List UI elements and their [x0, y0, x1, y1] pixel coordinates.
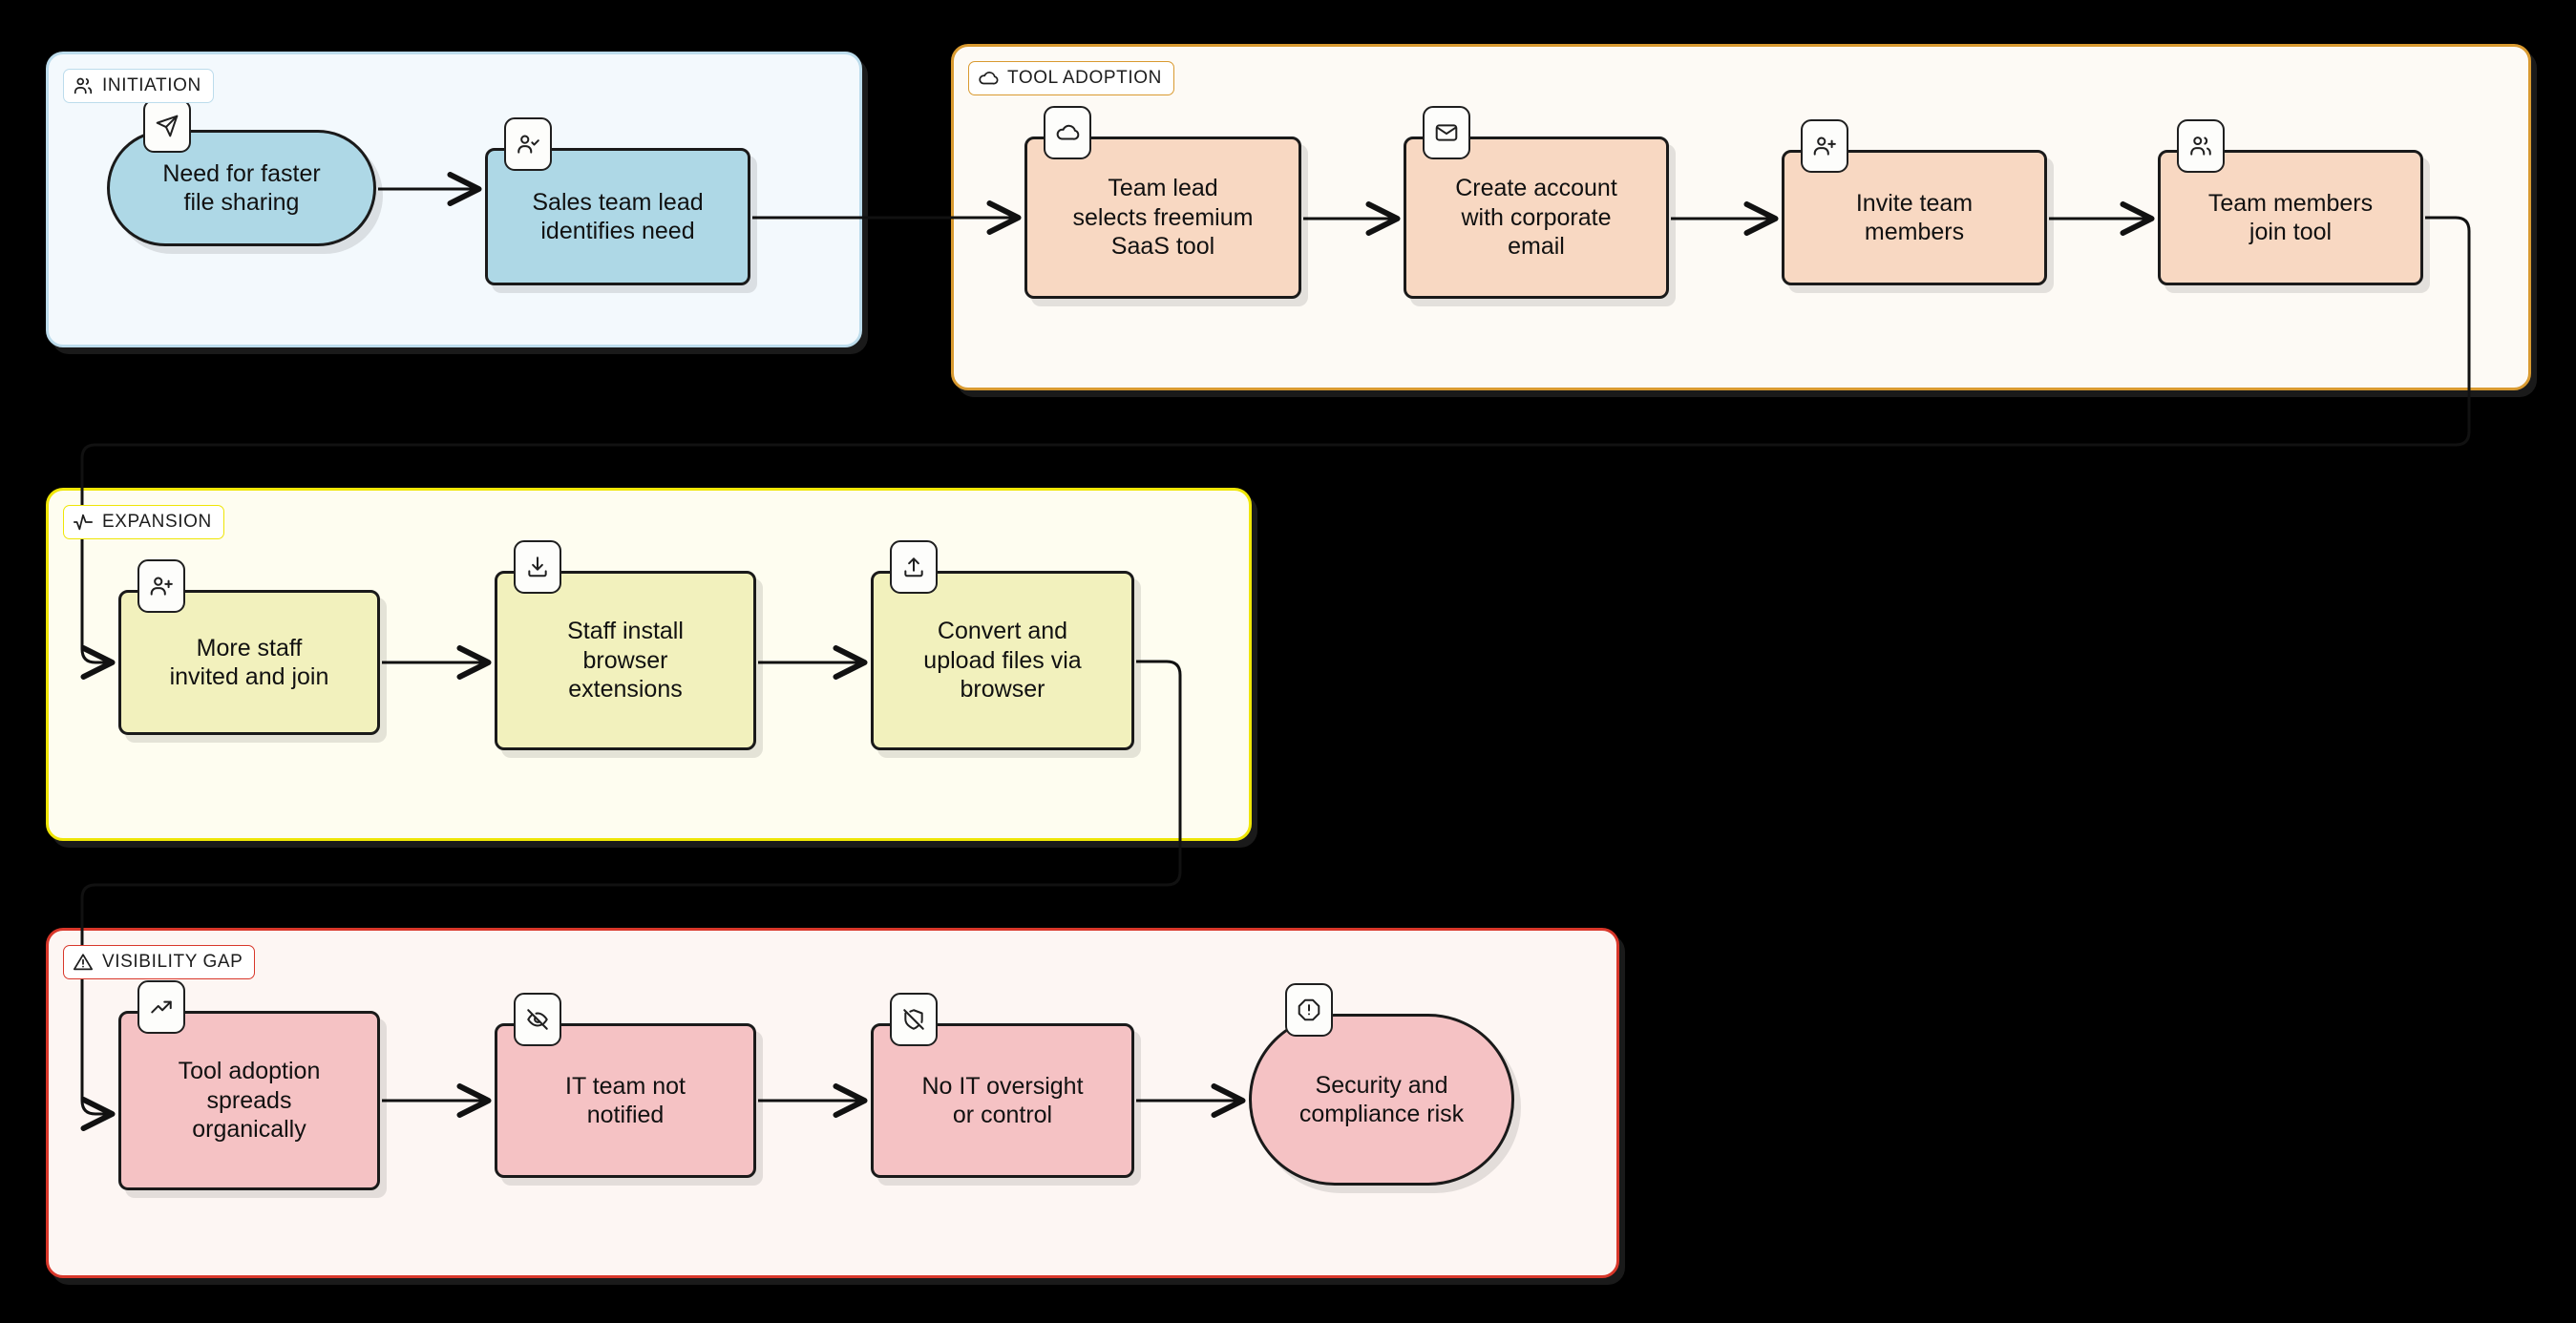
group-label-text: EXPANSION [102, 512, 212, 532]
trending-up-icon [137, 980, 185, 1034]
activity-icon [73, 512, 94, 533]
group-label-visibility-gap: VISIBILITY GAP [63, 945, 256, 979]
upload-icon [890, 540, 938, 594]
cloud-icon [1044, 106, 1091, 159]
group-label-text: TOOL ADOPTION [1007, 68, 1162, 88]
cloud-icon [978, 68, 999, 89]
users-icon [73, 75, 94, 96]
group-label-initiation: INITIATION [63, 69, 214, 103]
user-plus-icon [137, 559, 185, 613]
users-icon [2177, 119, 2225, 173]
group-label-tool-adoption: TOOL ADOPTION [968, 61, 1174, 95]
mail-icon [1423, 106, 1470, 159]
download-icon [514, 540, 561, 594]
user-plus-icon [1801, 119, 1848, 173]
send-icon [143, 99, 191, 153]
alert-triangle-icon [73, 952, 94, 973]
group-label-text: VISIBILITY GAP [102, 952, 243, 972]
octagon-alert-icon [1285, 983, 1333, 1037]
shield-off-icon [890, 993, 938, 1046]
eye-off-icon [514, 993, 561, 1046]
group-label-expansion: EXPANSION [63, 505, 224, 539]
user-check-icon [504, 117, 552, 171]
group-label-text: INITIATION [102, 75, 201, 95]
